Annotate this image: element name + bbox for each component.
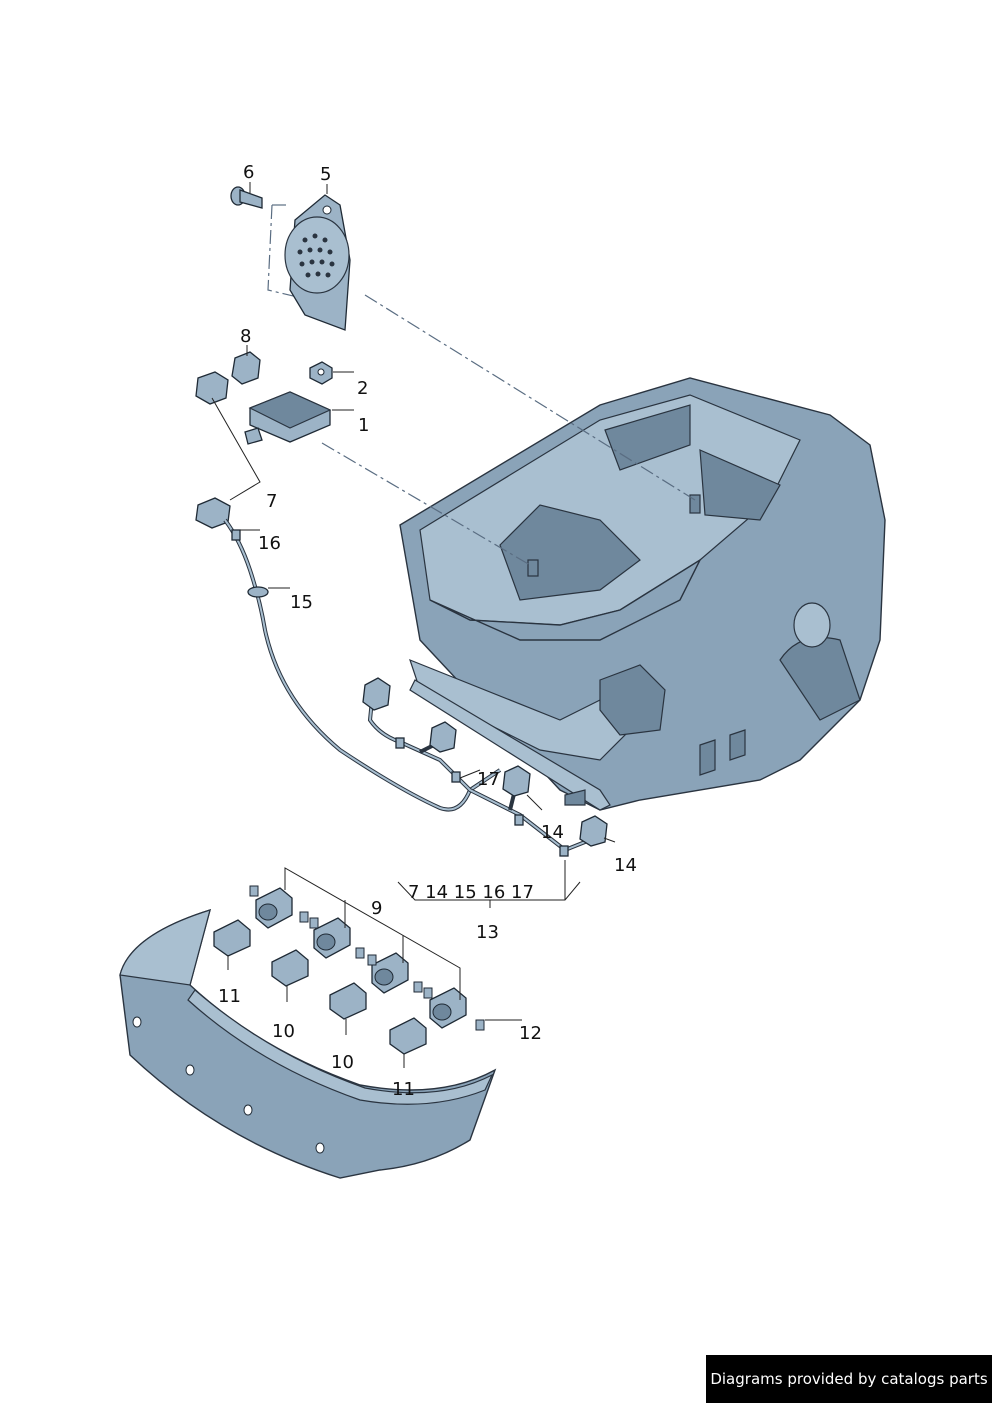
callout-15: 15: [290, 592, 313, 613]
part-14-sensor-connectors[interactable]: [362, 677, 608, 847]
part-5-buzzer[interactable]: [284, 194, 351, 331]
callout-10a: 10: [272, 1021, 295, 1042]
callout-13-group: 7 14 15 16 17: [408, 882, 534, 903]
part-7-connector[interactable]: [195, 497, 231, 529]
callout-2: 2: [357, 378, 368, 399]
callout-17: 17: [477, 769, 500, 790]
part-8-connectors[interactable]: [195, 351, 261, 405]
rear-body-shell: [399, 377, 886, 811]
part-10-sensor-holder-b[interactable]: [329, 982, 367, 1020]
part-12-clips[interactable]: [249, 885, 485, 1031]
part-11-sensor-holder-right[interactable]: [389, 1017, 427, 1055]
footer-attribution: Diagrams provided by catalogs parts: [706, 1355, 992, 1403]
callout-11b: 11: [392, 1079, 415, 1100]
callout-14b: 14: [614, 855, 637, 876]
part-1-control-unit[interactable]: [244, 391, 332, 445]
callout-13: 13: [476, 922, 499, 943]
callout-6: 6: [243, 162, 254, 183]
callout-9: 9: [371, 898, 382, 919]
callout-5: 5: [320, 164, 331, 185]
part-9-parking-sensors[interactable]: [255, 887, 467, 1029]
callout-14a: 14: [541, 822, 564, 843]
part-6-screw[interactable]: [230, 186, 263, 209]
part-11-sensor-holder-left[interactable]: [213, 919, 251, 957]
callout-1: 1: [358, 415, 369, 436]
callout-11a: 11: [218, 986, 241, 1007]
callout-labels: 6 5 8 2 1 7 16 15 17 14 14 7 14 15 16 17…: [218, 162, 637, 1100]
footer-text: Diagrams provided by catalogs parts: [710, 1370, 988, 1388]
callout-10b: 10: [331, 1052, 354, 1073]
part-2-nut[interactable]: [309, 361, 333, 385]
leader-lines: [211, 182, 616, 1068]
bumper: [119, 908, 497, 1179]
callout-16: 16: [258, 533, 281, 554]
callout-12: 12: [519, 1023, 542, 1044]
callout-7: 7: [266, 491, 277, 512]
part-10-sensor-holder-a[interactable]: [271, 949, 309, 987]
callout-8: 8: [240, 326, 251, 347]
